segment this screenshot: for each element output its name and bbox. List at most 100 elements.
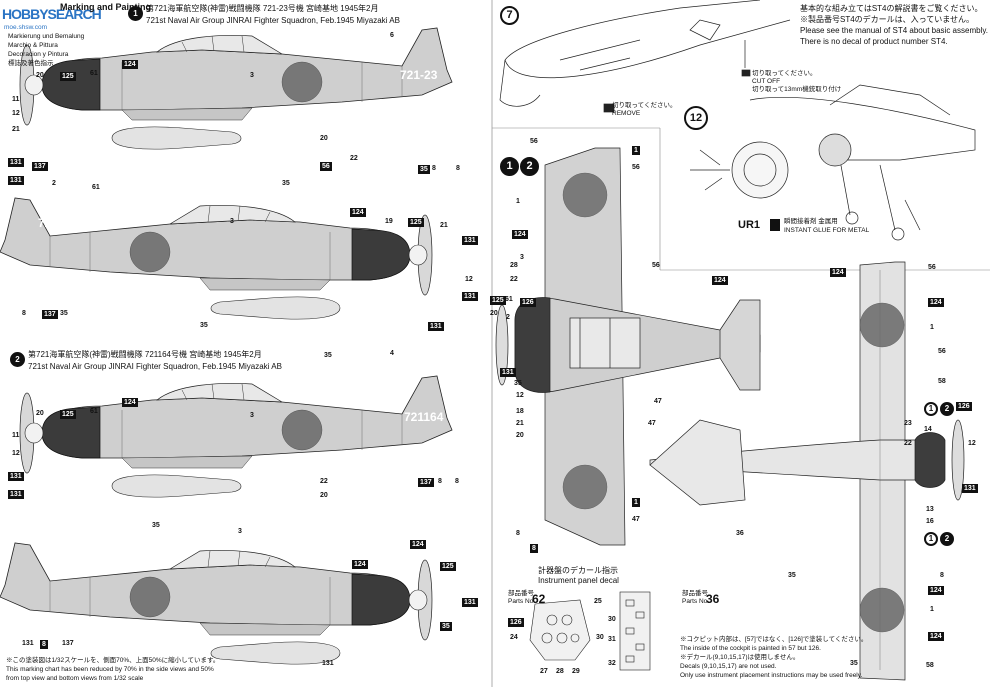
plan-badge-2: 2 bbox=[520, 156, 539, 176]
callout: 21 bbox=[12, 126, 20, 133]
instrument-title-en: Instrument panel decal bbox=[538, 576, 619, 585]
callout: 32 bbox=[608, 660, 616, 667]
callout: 8 bbox=[455, 478, 459, 485]
callout-box: 124 bbox=[512, 230, 528, 239]
callout-box: 124 bbox=[830, 268, 846, 277]
callout: 35 bbox=[788, 572, 796, 579]
callout: 6 bbox=[390, 32, 394, 39]
scheme1-badge: 1 bbox=[128, 3, 143, 21]
callout: 47 bbox=[632, 516, 640, 523]
parts-label-en-b: Parts No. bbox=[682, 598, 710, 605]
callout-box: 137 bbox=[42, 310, 58, 319]
callout: 1 bbox=[516, 198, 520, 205]
callout: 131 bbox=[22, 640, 34, 647]
callout: 8 bbox=[456, 165, 460, 172]
callout: 31 bbox=[608, 636, 616, 643]
part-number-36: 36 bbox=[706, 592, 720, 606]
callout: 13 bbox=[926, 506, 934, 513]
cut-label-en: CUT OFF bbox=[752, 78, 781, 85]
callout: 22 bbox=[320, 478, 328, 485]
callout: 12 bbox=[12, 110, 20, 117]
callout-box: 131 bbox=[462, 236, 478, 245]
callout: 28 bbox=[510, 262, 518, 269]
plan-view-top bbox=[495, 147, 761, 546]
callout-box: 124 bbox=[928, 586, 944, 595]
footnote-left-en1: This marking chart has been reduced by 7… bbox=[6, 666, 214, 673]
callout: 25 bbox=[594, 598, 602, 605]
callout: 28 bbox=[556, 668, 564, 675]
side-view-3 bbox=[19, 375, 453, 498]
scheme2-title-jp: 第721海軍航空隊(神雷)戦闘機隊 721164号機 宮崎基地 1945年2月 bbox=[28, 350, 262, 359]
plan-view-bottom bbox=[649, 261, 965, 681]
callout: 1 bbox=[930, 606, 934, 613]
parts-label-jp-b: 部品番号 bbox=[682, 590, 708, 597]
step7-badge: 7 bbox=[500, 5, 519, 25]
callout-box: 137 bbox=[418, 478, 434, 487]
ur1-en: INSTANT GLUE FOR METAL bbox=[784, 227, 870, 234]
footnote-right-en1: The inside of the cockpit is painted in … bbox=[680, 645, 821, 652]
scheme1-title-en: 721st Naval Air Group JINRAI Fighter Squ… bbox=[146, 16, 400, 25]
callout-box: 131 bbox=[428, 322, 444, 331]
footnote-right-jp: ※コクピット内部は、[57]ではなく、[126]で塗装してください。 bbox=[680, 636, 868, 643]
callout: 4 bbox=[390, 350, 394, 357]
callout-box: 131 bbox=[962, 484, 978, 493]
callout-box: 124 bbox=[928, 632, 944, 641]
callout: 61 bbox=[505, 296, 513, 303]
callout: 58 bbox=[926, 662, 934, 669]
footnote-right-en2: Decals (9,10,15,17) are not used. bbox=[680, 663, 777, 670]
callout: 47 bbox=[648, 420, 656, 427]
scheme2-tail-code-left: 721164 bbox=[40, 526, 80, 540]
callout-box: 137 bbox=[32, 162, 48, 171]
callout: 3 bbox=[250, 412, 254, 419]
callout: 11 bbox=[12, 432, 20, 439]
callout-box: 126 bbox=[508, 618, 524, 627]
callout: 20 bbox=[490, 310, 498, 317]
scheme1-tail-code: 721-23 bbox=[400, 68, 438, 82]
callout: 3 bbox=[250, 72, 254, 79]
callout: 19 bbox=[385, 218, 393, 225]
callout-box: 124 bbox=[122, 60, 138, 69]
callout-box: 131 bbox=[500, 368, 516, 377]
callout-box: 35 bbox=[418, 165, 430, 174]
callout: 131 bbox=[322, 660, 334, 667]
scheme1-tail-code-left: 721-23 bbox=[38, 216, 76, 230]
callout-box: 125 bbox=[440, 562, 456, 571]
parts-label-en-a: Parts No. bbox=[508, 598, 536, 605]
page-title: Marking and Painting bbox=[60, 2, 152, 12]
callout: 8 bbox=[432, 165, 436, 172]
callout: 23 bbox=[904, 420, 912, 427]
callout-box: 125 bbox=[408, 218, 424, 227]
callout-box: 125 bbox=[60, 72, 76, 81]
callout-box: 124 bbox=[122, 398, 138, 407]
note-jp1: 基本的な組み立てはST4の解説書をご覧ください。 bbox=[800, 4, 983, 13]
instrument-title-jp: 計器盤のデカール指示 bbox=[538, 566, 618, 575]
callout: 56 bbox=[530, 138, 538, 145]
callout: 56 bbox=[652, 262, 660, 269]
callout: 58 bbox=[938, 378, 946, 385]
callout: 18 bbox=[516, 408, 524, 415]
callout: 22 bbox=[350, 155, 358, 162]
callout: 47 bbox=[654, 398, 662, 405]
callout-box: 131 bbox=[8, 176, 24, 185]
callout: 1 bbox=[930, 324, 934, 331]
callout: 21 bbox=[516, 420, 524, 427]
callout: 20 bbox=[320, 492, 328, 499]
callout: 3 bbox=[230, 218, 234, 225]
footnote-left-jp: ※この塗装図は1/32スケールを、側面70%、上面50%に縮小しています。 bbox=[6, 657, 220, 664]
footnote-left-en2: from top view and bottom views from 1/32… bbox=[6, 675, 144, 682]
callout-box: 8 bbox=[530, 544, 538, 553]
plan-badge-1: 1 bbox=[500, 156, 519, 176]
plan-bottom-badge-3: 1 bbox=[924, 528, 938, 546]
callout: 35 bbox=[850, 660, 858, 667]
note-en1: Please see the manual of ST4 about basic… bbox=[800, 26, 988, 35]
cut-note: 切り取って13mm機銃取り付け bbox=[752, 86, 842, 93]
part-number-62: 62 bbox=[532, 592, 546, 606]
callout: 56 bbox=[928, 264, 936, 271]
callout: 22 bbox=[510, 276, 518, 283]
callout: 2 bbox=[506, 314, 510, 321]
callout: 8 bbox=[516, 530, 520, 537]
remove-label-jp: 切り取ってください。 bbox=[612, 102, 677, 109]
callout: 2 bbox=[52, 180, 56, 187]
scheme2-badge: 2 bbox=[10, 349, 25, 367]
callout: 61 bbox=[90, 408, 98, 415]
